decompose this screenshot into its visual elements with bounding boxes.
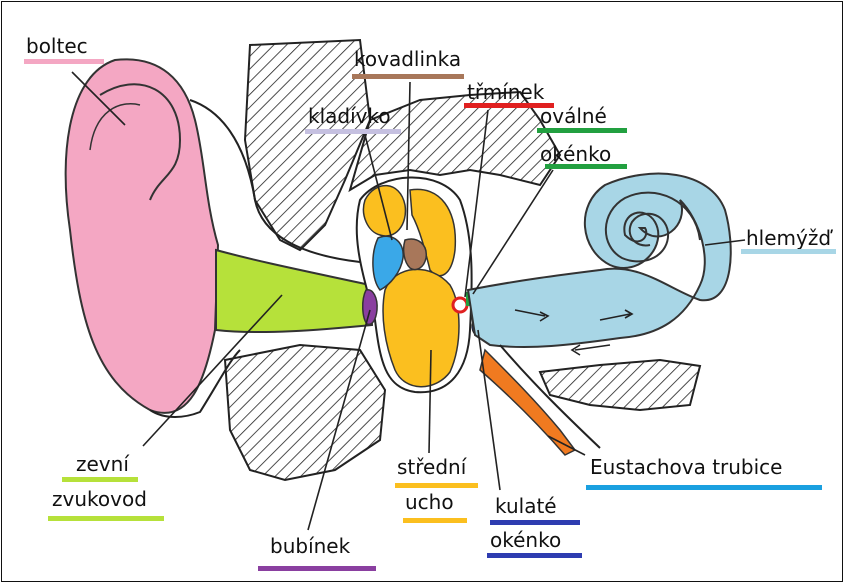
bone-upper [245, 40, 370, 250]
bar-kovadlinka [352, 74, 464, 79]
anvil-shape [404, 239, 427, 269]
label-zevni-line2: zvukovod [52, 487, 147, 511]
label-stredni-line2: ucho [405, 490, 454, 514]
bone-lower-right [540, 360, 700, 410]
cochlea-body [468, 174, 731, 347]
label-zevni-line1: zevní [76, 452, 129, 476]
bar-ovalne-2 [545, 164, 627, 169]
bar-stredni-2 [403, 518, 467, 523]
stirrup-ring [453, 298, 467, 312]
label-bubinek: bubínek [270, 534, 350, 558]
bone-lower [225, 345, 385, 480]
eardrum-shape [363, 290, 377, 325]
bar-ovalne-1 [537, 128, 627, 133]
label-ovalne-line2: okénko [540, 142, 611, 166]
label-hlemyzd: hlemýžď [746, 226, 831, 250]
eustachian-tube [480, 350, 575, 455]
label-boltec: boltec [26, 34, 88, 58]
label-kovadlinka: kovadlinka [354, 47, 461, 71]
lower-ossicle-shape [383, 269, 459, 386]
label-ovalne-line1: oválné [540, 104, 607, 128]
label-trminek: třmínek [467, 80, 544, 104]
bar-kulate-1 [490, 520, 580, 525]
auricle-shape [66, 59, 218, 413]
bar-zevni-2 [48, 516, 164, 521]
label-eustachova: Eustachova trubice [590, 455, 782, 479]
bar-hlemyzd [741, 249, 836, 254]
ear-canal-shape [216, 250, 372, 332]
label-kladivko: kladívko [308, 104, 391, 128]
label-stredni-line1: střední [397, 455, 466, 479]
bar-zevni-1 [62, 477, 138, 482]
label-kulate-line1: kulaté [495, 494, 557, 518]
bar-stredni-1 [395, 483, 478, 488]
bar-eustachova [586, 485, 822, 490]
bar-bubinek [258, 566, 376, 571]
bar-boltec [24, 59, 104, 64]
bar-kladivko [305, 129, 401, 134]
label-kulate-line2: okénko [490, 528, 561, 552]
bar-kulate-2 [487, 553, 582, 558]
